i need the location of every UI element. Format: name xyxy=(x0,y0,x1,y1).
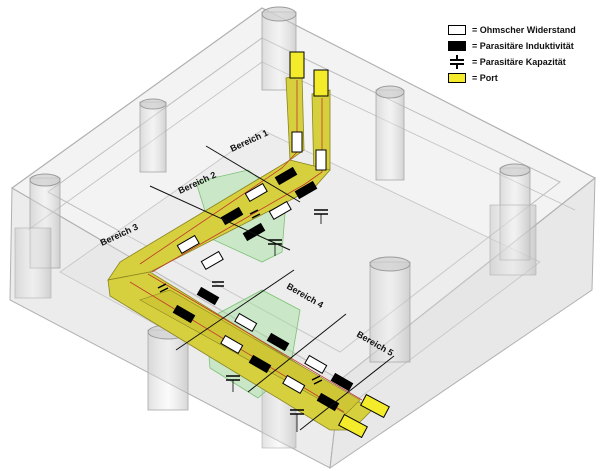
legend-row-capacitor: = Parasitäre Kapazität xyxy=(448,54,598,69)
port-bottom-upper xyxy=(360,393,390,419)
legend-label-resistor: = Ohmscher Widerstand xyxy=(472,24,576,35)
capacitor xyxy=(157,283,169,293)
ports xyxy=(289,51,390,439)
busbar-lower-rail xyxy=(139,289,361,415)
resistor-swatch xyxy=(448,24,466,35)
inductor xyxy=(316,392,340,412)
legend-row-resistor: = Ohmscher Widerstand xyxy=(448,22,598,37)
port-top-right xyxy=(313,69,329,97)
capacitor xyxy=(212,281,224,287)
resistor xyxy=(291,131,303,153)
legend-row-port: = Port xyxy=(448,70,598,85)
resistor xyxy=(282,374,306,395)
resistor xyxy=(176,234,200,255)
resistor xyxy=(234,312,258,333)
inductor xyxy=(242,222,266,242)
inductor xyxy=(196,286,220,306)
region-line-4 xyxy=(247,313,347,393)
capacitors xyxy=(157,209,328,432)
resistor xyxy=(315,149,327,171)
inductor xyxy=(248,354,272,374)
legend-label-inductor: = Parasitäre Induktivität xyxy=(472,40,574,51)
region-lines xyxy=(149,145,395,431)
pillar-left-back xyxy=(139,98,167,173)
port-bottom-lower xyxy=(338,413,368,439)
pillar-right xyxy=(489,163,537,276)
resistor xyxy=(220,334,244,355)
resistor xyxy=(244,182,268,203)
region-line-3 xyxy=(175,269,295,351)
legend: = Ohmscher Widerstand = Parasitäre Induk… xyxy=(448,22,598,86)
inductor xyxy=(274,166,298,186)
pillar-left xyxy=(14,173,61,299)
pillar-right-back xyxy=(375,85,405,181)
capacitor-icon xyxy=(448,54,466,69)
capacitor xyxy=(226,375,240,392)
inductor xyxy=(294,180,318,200)
port-swatch xyxy=(448,72,466,83)
inductor xyxy=(266,332,290,352)
capacitor xyxy=(268,239,282,256)
inductor xyxy=(330,372,354,392)
capacitor xyxy=(311,375,323,385)
inductor xyxy=(220,206,244,226)
resistor xyxy=(200,250,224,271)
capacitor xyxy=(249,209,261,219)
resistor xyxy=(304,354,328,375)
legend-label-capacitor: = Parasitäre Kapazität xyxy=(472,56,566,67)
legend-label-port: = Port xyxy=(472,72,498,83)
resistors xyxy=(176,131,328,395)
inductor xyxy=(172,304,196,324)
resistor xyxy=(268,200,292,221)
region-line-1 xyxy=(205,145,301,203)
pillar-center-right xyxy=(369,256,411,363)
region-line-5 xyxy=(299,355,395,431)
region-line-2 xyxy=(149,185,291,251)
capacitor xyxy=(314,209,328,224)
inductors xyxy=(172,166,354,412)
port-top-left xyxy=(289,51,305,79)
legend-row-inductor: = Parasitäre Induktivität xyxy=(448,38,598,53)
capacitor xyxy=(290,409,304,432)
inductor-swatch xyxy=(448,40,466,51)
